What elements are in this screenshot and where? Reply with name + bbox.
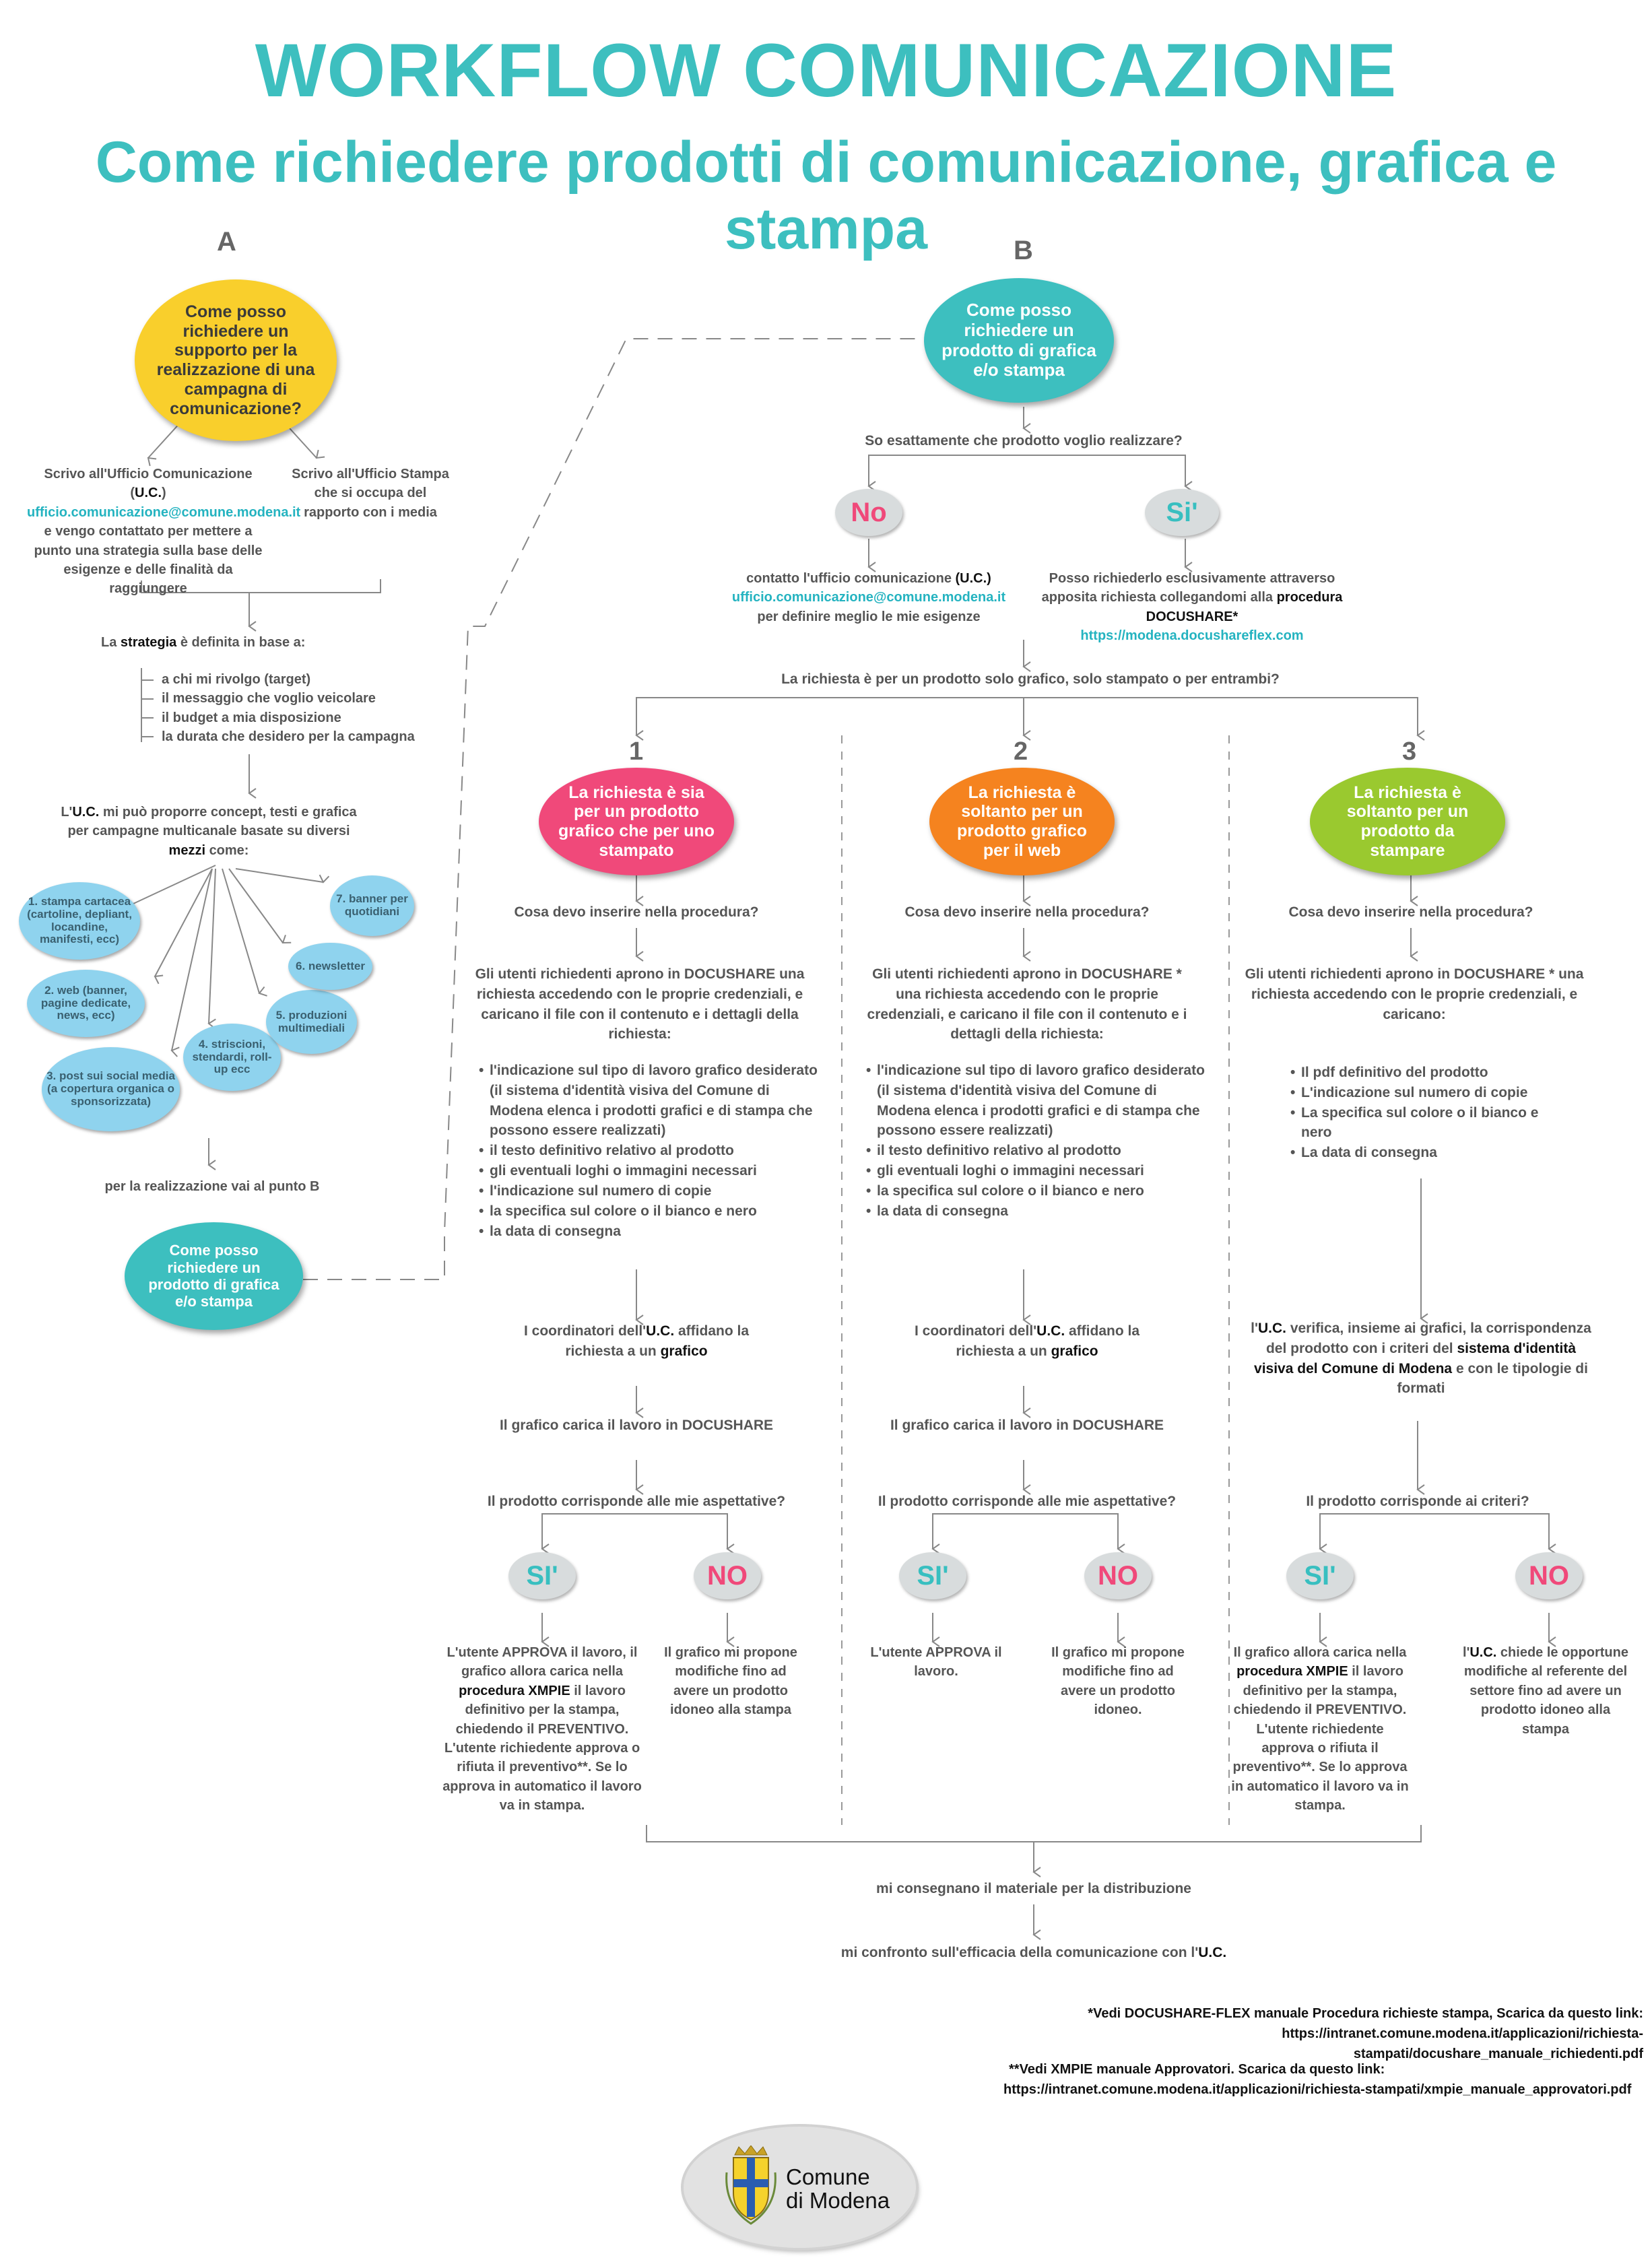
no-option: No: [835, 489, 902, 536]
goto-b-text: per la realizzazione vai al punto B: [104, 1179, 320, 1194]
page-title: WORKFLOW COMUNICAZIONE: [255, 28, 1397, 112]
ufficio-stampa-text: Scrivo all'Ufficio Stampa che si occupa …: [292, 467, 449, 520]
col2-insert-question: Cosa devo inserire nella procedura?: [904, 904, 1150, 920]
strategy-item: la durata che desidero per la campagna: [162, 729, 415, 745]
footnote-docushare: *Vedi DOCUSHARE-FLEX manuale Procedura r…: [1010, 2003, 1643, 2064]
col3-item: La data di consegna: [1290, 1143, 1556, 1163]
col1-si-text: L'utente APPROVA il lavoro, il grafico a…: [442, 1645, 642, 1814]
col1-no-option: NO: [694, 1552, 761, 1599]
col1-item: l'indicazione sul numero di copie: [479, 1181, 818, 1201]
col3-si-text: Il grafico allora carica nella procedura…: [1231, 1645, 1409, 1814]
col2-no-text: Il grafico mi propone modifiche fino ad …: [1051, 1645, 1185, 1718]
col1-upload: Il grafico carica il lavoro in DOCUSHARE: [499, 1418, 774, 1433]
mezzo-social-media: 3. post sui social media (a copertura or…: [42, 1047, 180, 1131]
col1-no-text: Il grafico mi propone modifiche fino ad …: [664, 1645, 797, 1718]
request-type-question: La richiesta è per un prodotto solo graf…: [781, 671, 1280, 687]
col2-items: l'indicazione sul tipo di lavoro grafico…: [862, 1061, 1205, 1222]
mezzo-newsletter: 6. newsletter: [288, 943, 372, 990]
strategy-heading: La strategia è definita in base a:: [101, 635, 306, 650]
col3-si-option: SI': [1286, 1552, 1354, 1599]
col2-intro: Gli utenti richiedenti aprono in DOCUSHA…: [867, 966, 1187, 1042]
col1-si-option: SI': [508, 1552, 576, 1599]
col1-coordinators: I coordinatori dell'U.C. affidano la ric…: [523, 1323, 750, 1359]
col3-bubble: La richiesta è soltanto per un prodotto …: [1310, 768, 1505, 875]
mezzo-web: 2. web (banner, pagine dedicate, news, e…: [27, 970, 145, 1037]
col2-number: 2: [1014, 737, 1028, 766]
col1-items: l'indicazione sul tipo di lavoro grafico…: [475, 1061, 818, 1241]
mezzo-striscioni: 4. striscioni, stendardi, roll-up ecc: [183, 1024, 281, 1091]
section-a-goto-b-bubble: Come posso richiedere un prodotto di gra…: [125, 1222, 303, 1330]
col1-number: 1: [629, 737, 644, 766]
col2-si-text: L'utente APPROVA il lavoro.: [870, 1645, 1002, 1679]
col3-item: L'indicazione sul numero di copie: [1290, 1083, 1556, 1103]
coat-of-arms-icon: [725, 2145, 777, 2225]
strategy-item: il budget a mia disposizione: [162, 710, 341, 725]
know-product-question: So esattamente che prodotto voglio reali…: [865, 433, 1183, 448]
col1-item: gli eventuali loghi o immagini necessari: [479, 1161, 818, 1181]
col2-no-option: NO: [1084, 1552, 1152, 1599]
strategy-list: a chi mi rivolgo (target) il messaggio c…: [162, 670, 444, 747]
docushare-link[interactable]: https://modena.docushareflex.com: [1080, 628, 1304, 644]
no-branch-email-link[interactable]: ufficio.comunicazione@comune.modena.it: [731, 590, 1006, 605]
page-subtitle: Come richiedere prodotti di comunicazion…: [95, 130, 1557, 261]
col2-item: il testo definitivo relativo al prodotto: [866, 1141, 1205, 1161]
col1-bubble: La richiesta è sia per un prodotto grafi…: [539, 768, 734, 875]
col3-intro: Gli utenti richiedenti aprono in DOCUSHA…: [1245, 966, 1584, 1022]
comune-logo: Comune di Modena: [684, 2127, 916, 2248]
col2-item: la data di consegna: [866, 1201, 1205, 1222]
col3-criteria-question: Il prodotto corrisponde ai criteri?: [1306, 1494, 1529, 1509]
uc-email-link[interactable]: ufficio.comunicazione@comune.modena.it: [27, 504, 301, 520]
col3-items: Il pdf definitivo del prodotto L'indicaz…: [1286, 1063, 1556, 1163]
col1-expect-question: Il prodotto corrisponde alle mie aspetta…: [487, 1494, 786, 1509]
col1-item: la data di consegna: [479, 1222, 818, 1242]
mezzo-produzioni-multimediali: 5. produzioni multimediali: [266, 990, 357, 1054]
col1-item: il testo definitivo relativo al prodotto: [479, 1141, 818, 1161]
col3-insert-question: Cosa devo inserire nella procedura?: [1288, 904, 1533, 920]
col2-expect-question: Il prodotto corrisponde alle mie aspetta…: [878, 1494, 1177, 1509]
col2-coordinators: I coordinatori dell'U.C. affidano la ric…: [914, 1323, 1140, 1359]
col2-bubble: La richiesta è soltanto per un prodotto …: [929, 768, 1115, 875]
col2-item: la specifica sul colore o il bianco e ne…: [866, 1181, 1205, 1201]
docushare-manual-link[interactable]: https://intranet.comune.modena.it/applic…: [1282, 2026, 1643, 2061]
no-branch-text: contatto l'ufficio comunicazione (U.C.) …: [731, 571, 1006, 624]
logo-text: Comune di Modena: [786, 2164, 890, 2213]
col3-item: La specifica sul colore o il bianco e ne…: [1290, 1103, 1556, 1143]
col2-item: l'indicazione sul tipo di lavoro grafico…: [866, 1061, 1205, 1141]
col2-upload: Il grafico carica il lavoro in DOCUSHARE: [890, 1418, 1164, 1433]
section-b-question-bubble: Come posso richiedere un prodotto di gra…: [924, 278, 1114, 403]
col2-si-option: SI': [899, 1552, 966, 1599]
col1-intro: Gli utenti richiedenti aprono in DOCUSHA…: [475, 966, 805, 1042]
si-option: Si': [1145, 489, 1219, 536]
deliver-text: mi consegnano il materiale per la distri…: [876, 1881, 1191, 1896]
col2-item: gli eventuali loghi o immagini necessari: [866, 1161, 1205, 1181]
col1-insert-question: Cosa devo inserire nella procedura?: [514, 904, 759, 920]
si-branch-text: Posso richiederlo esclusivamente attrave…: [1041, 571, 1343, 644]
col3-no-option: NO: [1515, 1552, 1583, 1599]
col3-no-text: l'U.C. chiede le opportune modifiche al …: [1463, 1645, 1628, 1737]
col3-verify: l'U.C. verifica, insieme ai grafici, la …: [1251, 1321, 1591, 1397]
col3-item: Il pdf definitivo del prodotto: [1290, 1063, 1556, 1083]
col1-item: l'indicazione sul tipo di lavoro grafico…: [479, 1061, 818, 1141]
section-a-question-bubble: Come posso richiedere un supporto per la…: [135, 279, 337, 441]
mezzo-stampa-cartacea: 1. stampa cartacea (cartoline, depliant,…: [19, 882, 140, 960]
mezzo-banner-quotidiani: 7. banner per quotidiani: [330, 875, 414, 936]
strategy-item: il messaggio che voglio veicolare: [162, 691, 376, 706]
col3-number: 3: [1402, 737, 1417, 766]
section-a-letter: A: [217, 227, 236, 257]
section-b-letter: B: [1014, 236, 1033, 265]
col1-item: la specifica sul colore o il bianco e ne…: [479, 1201, 818, 1222]
uc-contact-text: Scrivo all'Ufficio Comunicazione (U.C.) …: [27, 467, 301, 597]
strategy-item: a chi mi rivolgo (target): [162, 672, 311, 687]
footnote-xmpie: **Vedi XMPIE manuale Approvatori. Scaric…: [1003, 2059, 1637, 2100]
xmpie-manual-link[interactable]: https://intranet.comune.modena.it/applic…: [1003, 2082, 1632, 2097]
compare-text: mi confronto sull'efficacia della comuni…: [840, 1945, 1227, 1960]
uc-proposal-text: L'U.C. mi può proporre concept, testi e …: [61, 805, 357, 858]
